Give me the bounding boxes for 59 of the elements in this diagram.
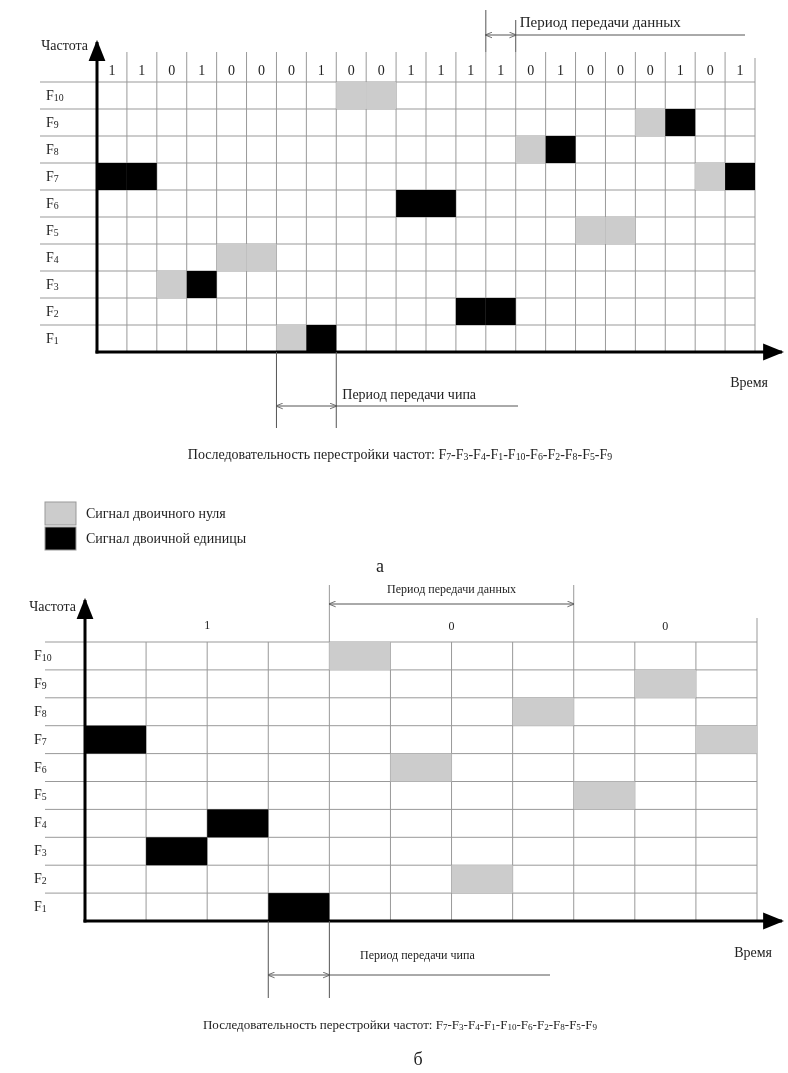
bit-value: 0 [662, 620, 669, 634]
legend-label: Сигнал двоичной единицы [86, 531, 247, 547]
bit-value: 0 [347, 63, 355, 79]
bit-value: 1 [317, 63, 325, 79]
panel-label: а [376, 557, 384, 577]
bit-value: 0 [287, 63, 295, 79]
axis-note: Период передачи данных [519, 13, 681, 31]
legend-label: Сигнал двоичного нуля [86, 506, 226, 522]
bit-value: 0 [706, 63, 714, 79]
axis-title: Частота [41, 38, 88, 54]
frequency-label: F$_{2}$ [46, 303, 59, 320]
bit-value: 1 [467, 63, 475, 79]
bit-value: 1 [407, 63, 415, 79]
axis-note: Период передачи чипа [360, 949, 475, 963]
frequency-label: F$_{1}$ [46, 330, 59, 347]
frequency-label: F$_{5}$ [46, 222, 59, 239]
bit-value: 1 [676, 63, 684, 79]
bit-value: 0 [646, 63, 654, 79]
frequency-label: F$_{3}$ [46, 276, 59, 293]
bit-value: 1 [108, 63, 116, 79]
frequency-label: F$_{4}$ [34, 815, 47, 832]
panel-label: б [413, 1050, 423, 1070]
frequency-label: F$_{9}$ [34, 675, 47, 692]
bit-value: 1 [198, 63, 206, 79]
frequency-label: F$_{10}$ [34, 647, 52, 665]
bit-value: 1 [138, 63, 146, 79]
frequency-label: F$_{8}$ [34, 703, 47, 720]
bit-value: 0 [168, 63, 176, 79]
axis-title: Время [734, 945, 772, 961]
bit-value: 1 [557, 63, 565, 79]
bit-value: 0 [258, 63, 265, 79]
frequency-label: F$_{6}$ [34, 759, 47, 776]
axis-title: Время [730, 375, 768, 391]
bit-value: 0 [587, 63, 594, 79]
frequency-label: F$_{7}$ [46, 168, 59, 185]
frequency-label: F$_{5}$ [34, 787, 47, 804]
bit-value: 1 [736, 63, 744, 79]
frequency-label: F$_{10}$ [46, 87, 64, 104]
frequency-label: F$_{9}$ [46, 114, 59, 131]
bit-value: 0 [527, 63, 535, 79]
axis-note: Период передачи чипа [342, 387, 477, 403]
axis-title: Частота [29, 599, 76, 615]
frequency-label: F$_{4}$ [46, 249, 59, 266]
bit-value: 1 [204, 619, 211, 633]
frequency-label: F$_{6}$ [46, 195, 59, 212]
sequence-caption: Последовательность перестройки частот: F$_{7}$-F$_{3}$-F$_{4}$-F$_{1}$-F$_{10}$-F$_{6}$-F$_{2}$-F$_{8}$-F$_{5}$-F$_{9}$ [203, 1017, 597, 1033]
axis-note: Период передачи данных [387, 583, 516, 597]
frequency-label: F$_{7}$ [34, 731, 47, 748]
frequency-label: F$_{3}$ [34, 843, 47, 860]
bit-value: 0 [616, 63, 624, 79]
bit-value: 0 [448, 620, 455, 634]
frequency-label: F$_{2}$ [34, 871, 47, 888]
frequency-label: F$_{8}$ [46, 141, 59, 158]
bit-value: 1 [497, 63, 505, 79]
sequence-caption: Последовательность перестройки частот: F$_{7}$-F$_{3}$-F$_{4}$-F$_{1}$-F$_{10}$-F$_{6}$-F$_{2}$-F$_{8}$-F$_{5}$-F$_{9}$ [187, 446, 613, 464]
bit-value: 1 [437, 63, 445, 79]
bit-value: 0 [228, 63, 236, 79]
bit-value: 0 [377, 63, 385, 79]
frequency-label: F$_{1}$ [34, 898, 47, 916]
